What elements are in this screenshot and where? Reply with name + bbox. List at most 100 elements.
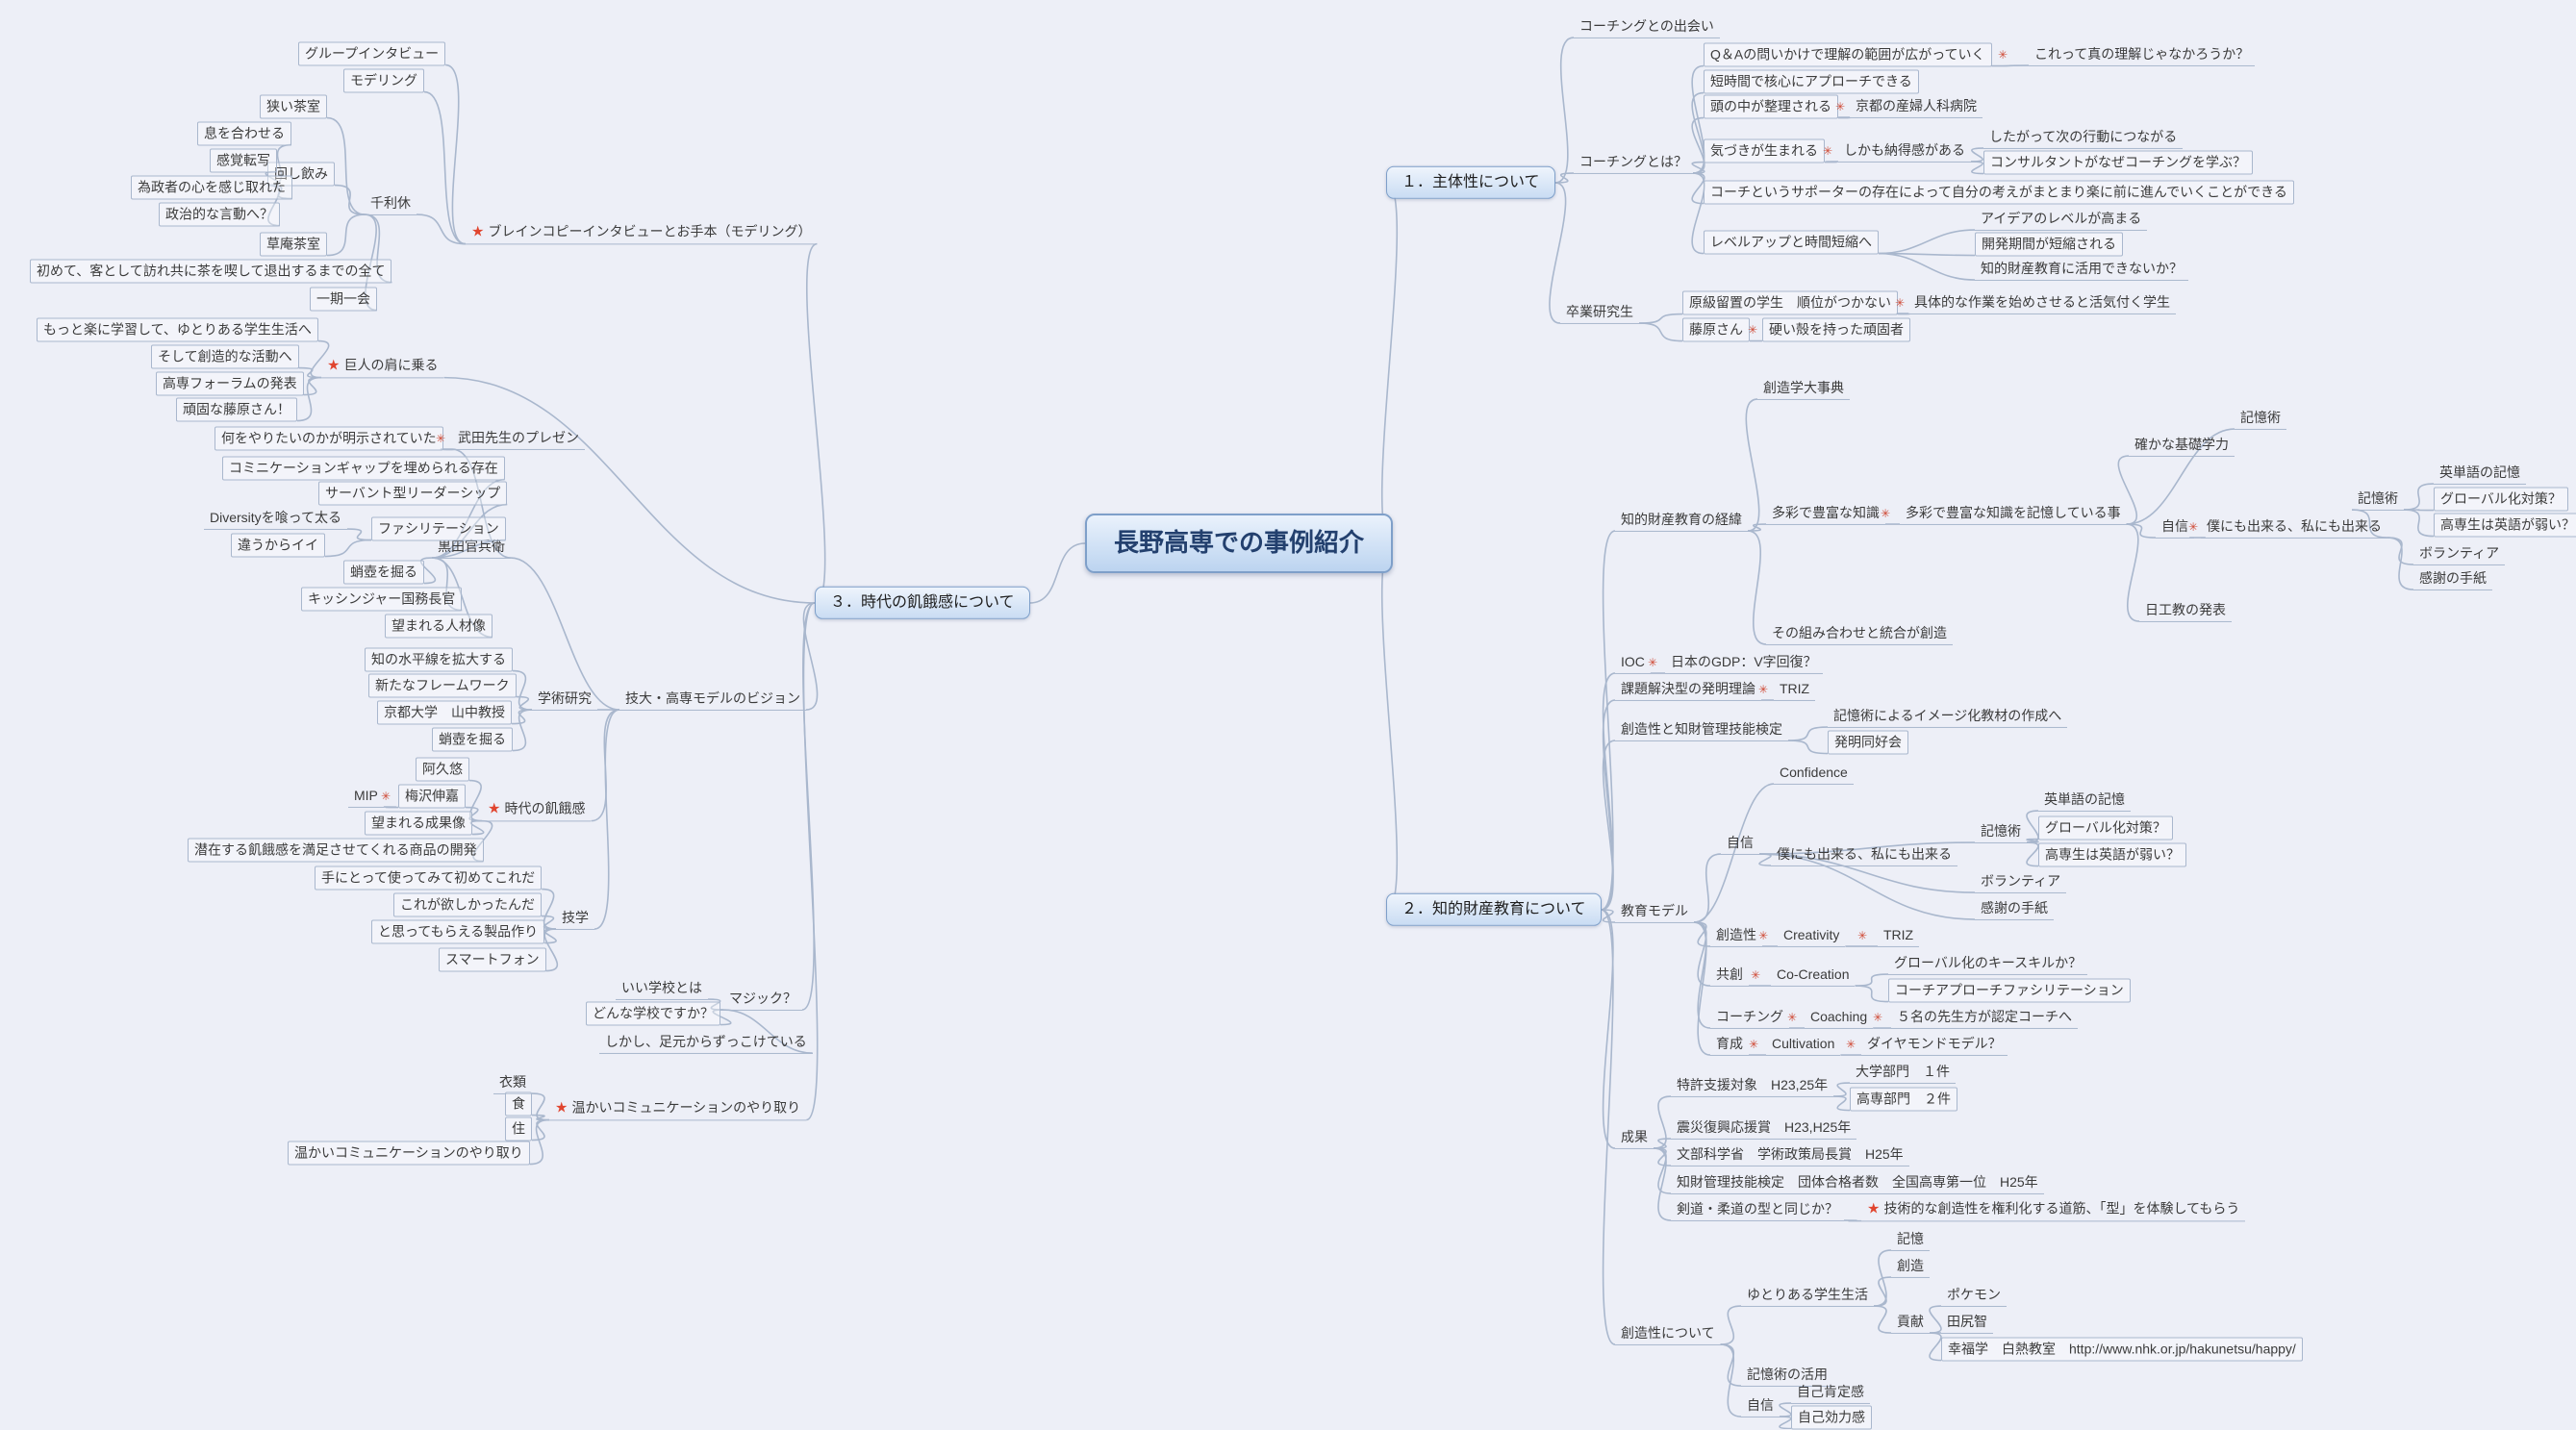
mindmap-node[interactable]: コーチアプローチファシリテーション (1888, 978, 2131, 1003)
mindmap-node[interactable]: 感謝の手紙 (1975, 897, 2054, 921)
mindmap-node[interactable]: 多彩で豊富な知識 (1766, 502, 1885, 526)
mindmap-node[interactable]: したがって次の行動につながる (1983, 126, 2184, 150)
mindmap-node[interactable]: 何をやりたいのかが明示されていた (215, 426, 443, 451)
mindmap-node[interactable]: 頭の中が整理される (1704, 94, 1838, 119)
mindmap-node[interactable]: コミニケーションギャップを埋められる存在 (222, 456, 505, 481)
mindmap-node[interactable]: グループインタビュー (298, 41, 446, 66)
mindmap-node[interactable]: コーチング (1710, 1006, 1789, 1030)
mindmap-node[interactable]: Diversityを喰って太る (204, 507, 347, 531)
mindmap-node[interactable]: 卒業研究生 (1560, 301, 1639, 325)
mindmap-node[interactable]: 高専生は英語が弱い？ (2038, 842, 2186, 867)
mindmap-node[interactable]: キッシンジャー国務長官 (301, 587, 463, 612)
mindmap-node[interactable]: Q＆Aの問いかけで理解の範囲が広がっていく (1704, 42, 1992, 67)
mindmap-node[interactable]: Cultivation (1766, 1033, 1841, 1057)
mindmap-node[interactable]: 蛸壺を掘る (432, 727, 513, 752)
mindmap-node[interactable]: アイデアのレベルが高まる (1975, 208, 2148, 232)
mindmap-node[interactable]: 為政者の心を感じ取れた (131, 175, 292, 200)
mindmap-node[interactable]: ボランティア (2413, 542, 2506, 566)
mindmap-node[interactable]: グローバル化対策？ (2434, 487, 2568, 512)
mindmap-node[interactable]: 回し飲み (267, 162, 335, 187)
mindmap-node[interactable]: 高専フォーラムの発表 (156, 371, 304, 396)
mindmap-node[interactable]: 初めて、客として訪れ共に茶を喫して退出するまでの全て (30, 259, 392, 284)
mindmap-node[interactable]: 英単語の記憶 (2038, 789, 2131, 813)
mindmap-node[interactable]: 創造性と知財管理技能検定 (1615, 718, 1788, 742)
mindmap-node[interactable]: 衣類 (493, 1071, 532, 1095)
mindmap-node[interactable]: 創造性 (1710, 924, 1762, 948)
mindmap-node[interactable]: 記憶術の活用 (1741, 1364, 1833, 1388)
mindmap-node[interactable]: その組み合わせと統合が創造 (1766, 622, 1953, 646)
mindmap-node[interactable]: 開発期間が短縮される (1975, 232, 2123, 257)
mindmap-node[interactable]: 硬い殻を持った頑固者 (1762, 317, 1910, 342)
mindmap-node[interactable]: 蛸壺を掘る (343, 560, 424, 585)
mindmap-node[interactable]: 潜在する飢餓感を満足させてくれる商品の開発 (188, 838, 484, 863)
mindmap-node[interactable]: 頑固な藤原さん！ (176, 397, 297, 422)
mindmap-node[interactable]: IOC (1615, 651, 1651, 675)
mindmap-node[interactable]: TRIZ (1878, 924, 1920, 948)
mindmap-node[interactable]: しかし、足元からずっこけている (599, 1031, 813, 1055)
mindmap-node[interactable]: 原級留置の学生 順位がつかない (1682, 290, 1898, 315)
mindmap-node[interactable]: サーバント型リーダーシップ (318, 481, 508, 506)
mindmap-node[interactable]: 特許支援対象 H23,25年 (1671, 1074, 1834, 1098)
mindmap-node[interactable]: 息を合わせる (197, 121, 291, 146)
mindmap-node[interactable]: TRIZ (1774, 678, 1816, 702)
mindmap-node[interactable]: 望まれる人材像 (385, 614, 492, 639)
mindmap-node[interactable]: 大学部門 １件 (1850, 1061, 1956, 1085)
mindmap-node[interactable]: 育成 (1710, 1033, 1749, 1057)
mindmap-node[interactable]: 知の水平線を拡大する (365, 647, 513, 672)
mindmap-node[interactable]: もっと楽に学習して、ゆとりある学生生活へ (37, 317, 318, 342)
mindmap-node[interactable]: 学術研究 (532, 688, 597, 712)
mindmap-node[interactable]: 阿久悠 (416, 757, 469, 782)
mindmap-node[interactable]: 違うからイイ (231, 533, 325, 558)
mindmap-node[interactable]: どんな学校ですか？ (586, 1001, 720, 1026)
mindmap-node[interactable]: 自信 (2156, 515, 2194, 539)
mindmap-node[interactable]: Coaching (1805, 1006, 1874, 1030)
mindmap-node[interactable]: 自己肯定感 (1791, 1381, 1870, 1405)
mindmap-node[interactable]: スマートフォン (439, 947, 546, 972)
mindmap-node[interactable]: 記憶 (1891, 1228, 1930, 1252)
mindmap-node[interactable]: 具体的な作業を始めさせると活気付く学生 (1908, 291, 2176, 315)
mindmap-node[interactable]: 文部科学省 学術政策局長賞 H25年 (1671, 1143, 1909, 1167)
mindmap-node[interactable]: ★温かいコミュニケーションのやり取り (549, 1096, 807, 1121)
mindmap-node[interactable]: しかも納得感がある (1838, 139, 1971, 163)
mindmap-node[interactable]: 感謝の手紙 (2413, 567, 2492, 591)
main-topic[interactable]: ３．時代の飢餓感について (815, 586, 1030, 620)
mindmap-node[interactable]: 京都の産婦人科病院 (1850, 95, 1983, 119)
mindmap-node[interactable]: 食 (505, 1091, 532, 1116)
mindmap-node[interactable]: ゆとりある学生生活 (1741, 1284, 1874, 1308)
mindmap-node[interactable]: 教育モデル (1615, 900, 1694, 924)
mindmap-node[interactable]: 千利休 (365, 192, 417, 216)
main-topic[interactable]: ２．知的財産教育について (1386, 892, 1602, 927)
mindmap-node[interactable]: モデリング (343, 68, 424, 93)
mindmap-node[interactable]: 自信 (1721, 832, 1759, 856)
mindmap-node[interactable]: 僕にも出来る、私にも出来る (1771, 843, 1957, 867)
mindmap-node[interactable]: 記憶術 (2235, 407, 2286, 431)
mindmap-node[interactable]: 記憶術 (1975, 820, 2027, 844)
mindmap-node[interactable]: グローバル化対策？ (2038, 815, 2173, 840)
mindmap-node[interactable]: ★巨人の肩に乗る (321, 354, 444, 379)
mindmap-node[interactable]: 短時間で核心にアプローチできる (1704, 69, 1919, 94)
mindmap-node[interactable]: グローバル化のキースキルか？ (1888, 952, 2088, 976)
mindmap-node[interactable]: 剣道・柔道の型と同じか？ (1671, 1198, 1844, 1222)
mindmap-node[interactable]: 共創 (1710, 964, 1749, 988)
mindmap-node[interactable]: 日工教の発表 (2139, 599, 2232, 623)
mindmap-node[interactable]: 高専生は英語が弱い？ (2434, 513, 2576, 538)
mindmap-node[interactable]: 藤原さん (1682, 317, 1750, 342)
mindmap-node[interactable]: 日本のGDP：V字回復？ (1665, 651, 1823, 675)
mindmap-node[interactable]: コーチングとは？ (1574, 151, 1693, 175)
mindmap-node[interactable]: 課題解決型の発明理論 (1615, 678, 1761, 702)
mindmap-node[interactable]: 知的財産教育の経緯 (1615, 509, 1748, 533)
mindmap-node[interactable]: ダイヤモンドモデル？ (1861, 1033, 2008, 1057)
mindmap-node[interactable]: 創造性について (1615, 1322, 1721, 1346)
mindmap-node[interactable]: 狭い茶室 (260, 94, 327, 119)
mindmap-node[interactable]: 自己効力感 (1791, 1405, 1872, 1430)
mindmap-node[interactable]: 一期一会 (310, 287, 377, 312)
mindmap-node[interactable]: 貢献 (1891, 1311, 1930, 1335)
mindmap-node[interactable]: 技学 (556, 907, 594, 931)
mindmap-node[interactable]: 英単語の記憶 (2434, 462, 2526, 486)
mindmap-node[interactable]: これって真の理解じゃなかろうか？ (2029, 43, 2256, 67)
mindmap-node[interactable]: 望まれる成果像 (365, 811, 472, 836)
mindmap-node[interactable]: 黒田官兵衛 (432, 536, 511, 560)
mindmap-node[interactable]: Confidence (1774, 762, 1854, 786)
mindmap-node[interactable]: MIP (348, 785, 384, 809)
mindmap-node[interactable]: 技大・高専モデルのビジョン (619, 688, 806, 712)
